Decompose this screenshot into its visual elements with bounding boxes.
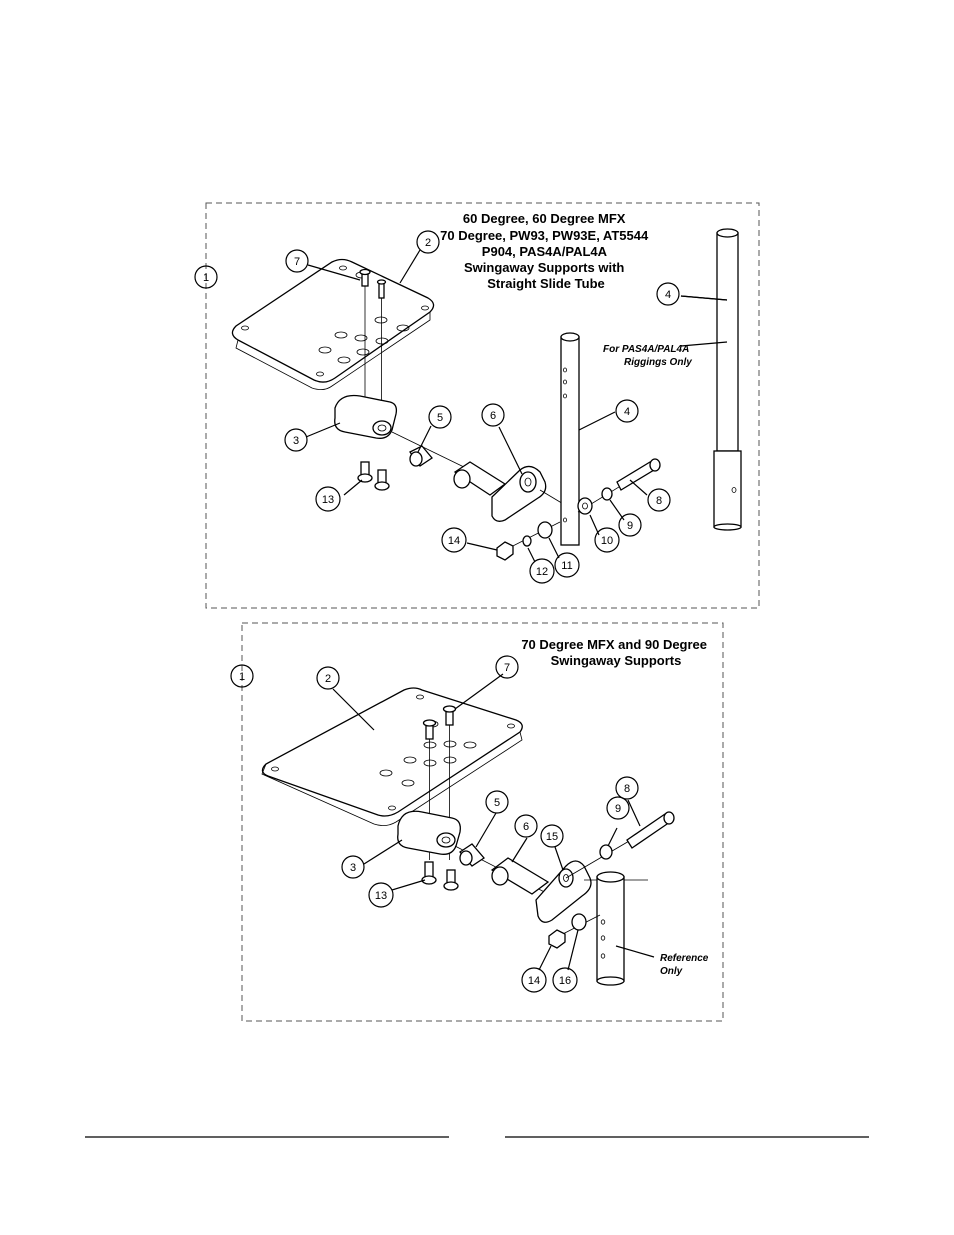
bottom-callout-3: 3 [341,855,365,879]
top-callout-2: 2 [416,230,440,254]
top-screw-7 [359,268,387,415]
bottom-pin-8 [565,811,675,879]
top-callout-1: 1 [194,265,218,289]
top-title: 60 Degree, 60 Degree MFX 70 Degree, PW93… [440,211,652,291]
bottom-diagram-border [241,622,724,1022]
top-callout-11-label: 11 [561,560,572,572]
top-callout-3-label: 3 [293,435,299,447]
top-diagram-border [205,202,760,609]
top-callout-8-label: 8 [656,495,662,507]
top-clamp-3 [334,394,398,439]
bottom-title-line-1: 70 Degree MFX and 90 Degree [521,637,707,652]
bottom-note-line-1: Reference [660,953,709,964]
bottom-callout-9-label: 9 [615,803,621,815]
bottom-callout-1: 1 [230,664,254,688]
bottom-callout-9: 9 [606,796,630,820]
diagram-top: 60 Degree, 60 Degree MFX 70 Degree, PW93… [194,202,760,609]
top-callout-4-right: 4 [656,282,680,306]
top-callout-3: 3 [284,428,308,452]
top-callout-13: 13 [315,486,341,512]
bottom-spacer-5 [454,843,561,901]
bottom-clamp-3 [397,810,461,855]
top-callout-14-label: 14 [448,535,460,547]
top-callout-9-label: 9 [627,520,633,532]
top-title-line-2: 70 Degree, PW93, PW93E, AT5544 [440,228,649,243]
top-callout-10-label: 10 [601,535,613,547]
top-callout-4-center-label: 4 [624,406,630,418]
top-callout-5: 5 [428,405,452,429]
bottom-callout-15-label: 15 [546,831,558,843]
top-title-line-3: P904, PAS4A/PAL4A [482,244,608,259]
bottom-note-line-2: Only [660,966,683,977]
top-callout-4-center: 4 [615,399,639,423]
top-callout-12: 12 [529,558,555,584]
bottom-callout-8-label: 8 [624,783,630,795]
top-note: For PAS4A/PAL4A Riggings Only [603,344,692,368]
top-pin-8 [577,458,661,515]
bottom-title-line-2: Swingaway Supports [551,653,682,668]
top-title-line-4: Swingaway Supports with [464,260,624,275]
top-note-line-2: Riggings Only [624,357,692,368]
bottom-callout-14-label: 14 [528,975,540,987]
top-callout-6: 6 [481,403,505,427]
top-footplate [231,258,435,390]
top-callout-14: 14 [441,527,467,553]
bottom-tube-reference [596,871,625,986]
bottom-leaders [332,673,655,971]
top-leaders [305,249,728,563]
bottom-callout-15: 15 [540,824,564,848]
diagram-bottom: 70 Degree MFX and 90 Degree Swingaway Su… [230,622,724,1022]
bottom-callout-2-label: 2 [325,673,331,685]
top-callout-6-label: 6 [490,410,496,422]
bottom-title: 70 Degree MFX and 90 Degree Swingaway Su… [521,637,710,668]
top-callout-7-label: 7 [294,256,300,268]
top-callout-8: 8 [647,488,671,512]
bottom-callout-7: 7 [495,655,519,679]
bottom-callout-16: 16 [552,967,578,993]
bottom-footplate [261,687,523,826]
top-callout-10: 10 [594,527,620,553]
bottom-callout-8: 8 [615,776,639,800]
bottom-bolts-13 [421,861,459,891]
top-nut-14 [496,521,561,561]
top-callout-5-label: 5 [437,412,443,424]
top-bracket-6 [491,465,566,522]
top-tube-4-right [713,228,742,531]
bottom-callout-6: 6 [514,814,538,838]
bottom-callout-14: 14 [521,967,547,993]
bottom-callout-16-label: 16 [559,975,571,987]
bottom-callout-7-label: 7 [504,662,510,674]
top-callout-9: 9 [618,513,642,537]
bottom-bracket-15 [535,860,648,923]
bottom-note: Reference Only [660,953,711,977]
top-callout-4-right-label: 4 [665,289,671,301]
bottom-callout-5-label: 5 [494,797,500,809]
top-spacer-5 [391,431,507,496]
top-bolts-13 [357,461,390,491]
top-title-line-5: Straight Slide Tube [487,276,605,291]
top-callout-2-label: 2 [425,237,431,249]
bottom-callout-3-label: 3 [350,862,356,874]
top-title-line-1: 60 Degree, 60 Degree MFX [463,211,626,226]
top-callout-11: 11 [554,552,580,578]
bottom-callout-6-label: 6 [523,821,529,833]
bottom-callout-5: 5 [485,790,509,814]
bottom-callout-1-label: 1 [239,671,245,683]
top-callout-13-label: 13 [322,494,334,506]
top-callout-12-label: 12 [536,566,548,578]
top-callout-1-label: 1 [203,272,209,284]
top-callout-7: 7 [285,249,309,273]
bottom-callout-13-label: 13 [375,890,387,902]
bottom-callout-13: 13 [368,882,394,908]
top-note-line-1: For PAS4A/PAL4A [603,344,689,355]
top-tube-4-center [560,332,580,546]
bottom-callout-2: 2 [316,666,340,690]
bottom-nut-14 [548,913,601,949]
